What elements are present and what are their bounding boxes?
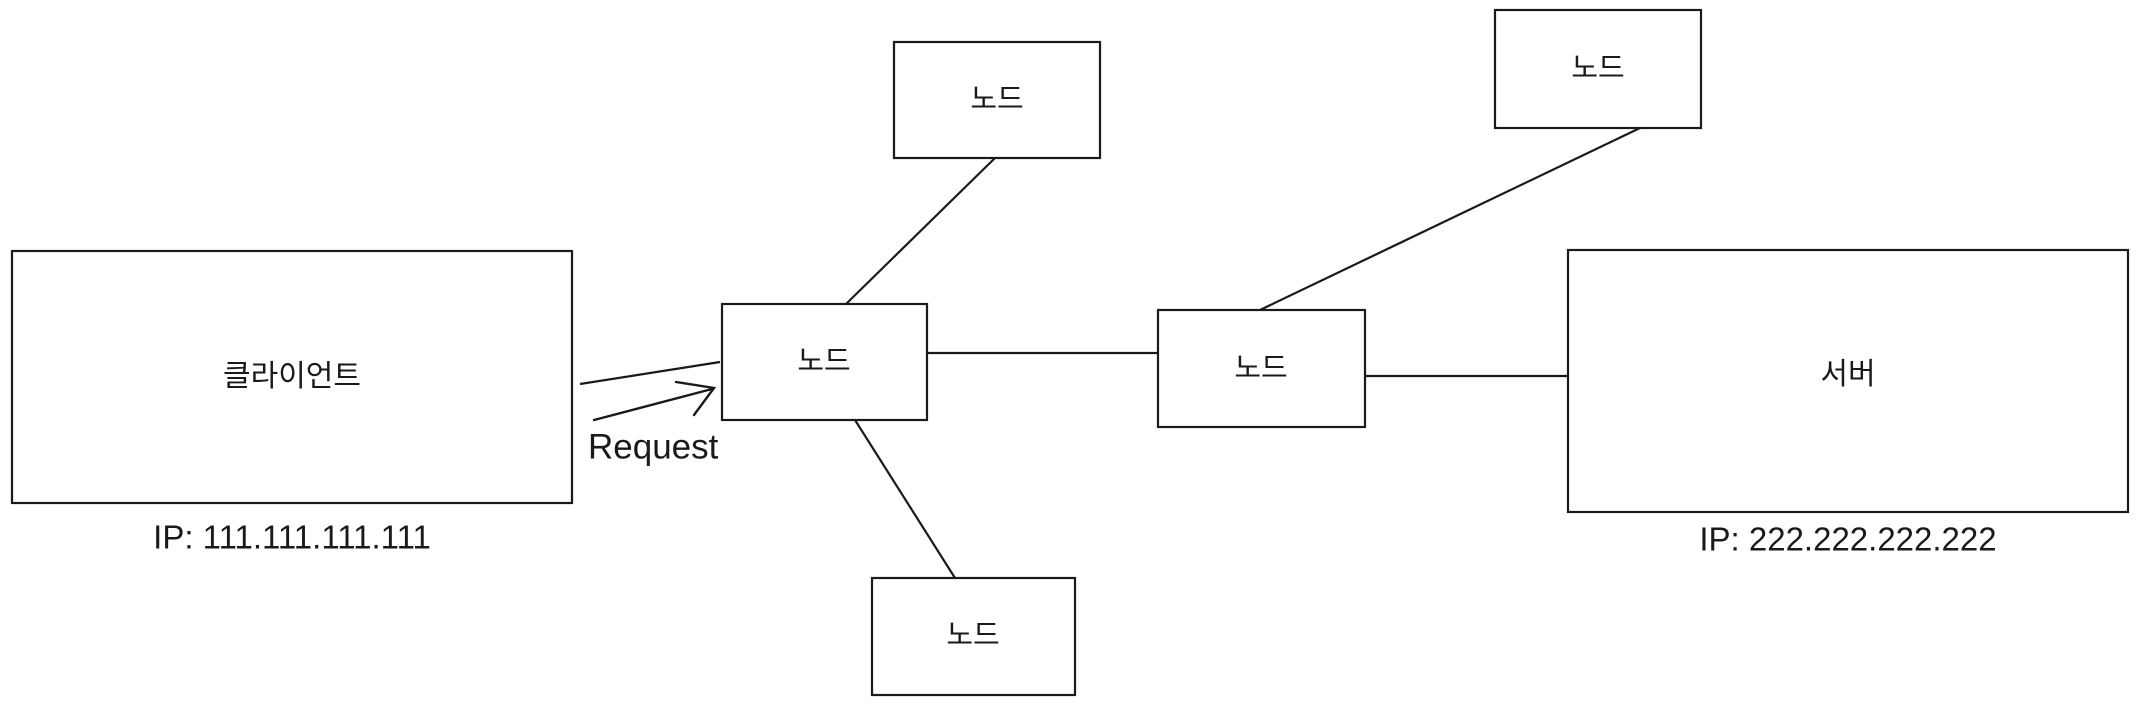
node-top-right-label: 노드 (1571, 53, 1624, 85)
server-ip-label: IP: 222.222.222.222 (1699, 521, 1996, 558)
node-mid-right-box (1156, 308, 1367, 429)
server-endpoint: 서버 IP: 222.222.222.222 (1566, 248, 2130, 558)
request-flow-arrow (592, 380, 717, 422)
request-arrow-head-icon (674, 380, 717, 417)
node-bottom-label: 노드 (946, 620, 999, 652)
edge-node-top-left-to-node-center (845, 157, 996, 305)
client-ip-label: IP: 111.111.111.111 (153, 519, 431, 556)
edge-node-center-to-node-bottom (854, 419, 956, 579)
request-arrow-shaft (592, 387, 714, 422)
server-box (1566, 248, 2130, 514)
node-bottom: 노드 (870, 576, 1077, 697)
node-mid-right: 노드 (1156, 308, 1367, 429)
client-box (10, 249, 574, 505)
node-center: 노드 (720, 302, 929, 422)
node-top-right: 노드 (1493, 8, 1703, 130)
node-top-left: 노드 (892, 40, 1102, 160)
edge-client-to-node-center (579, 360, 721, 386)
edge-node-top-right-to-node-mid-right (1259, 127, 1641, 311)
node-center-label: 노드 (797, 346, 850, 378)
node-top-left-box (892, 40, 1102, 160)
node-top-left-label: 노드 (970, 84, 1023, 116)
client-endpoint: 클라이언트 IP: 111.111.111.111 (10, 249, 574, 556)
client-label: 클라이언트 (223, 360, 361, 393)
request-label: Request (588, 427, 719, 466)
node-top-right-box (1493, 8, 1703, 130)
server-label: 서버 (1820, 358, 1875, 391)
node-bottom-box (870, 576, 1077, 697)
connection-layer (579, 127, 1641, 579)
node-center-box (720, 302, 929, 422)
node-mid-right-label: 노드 (1234, 353, 1287, 385)
